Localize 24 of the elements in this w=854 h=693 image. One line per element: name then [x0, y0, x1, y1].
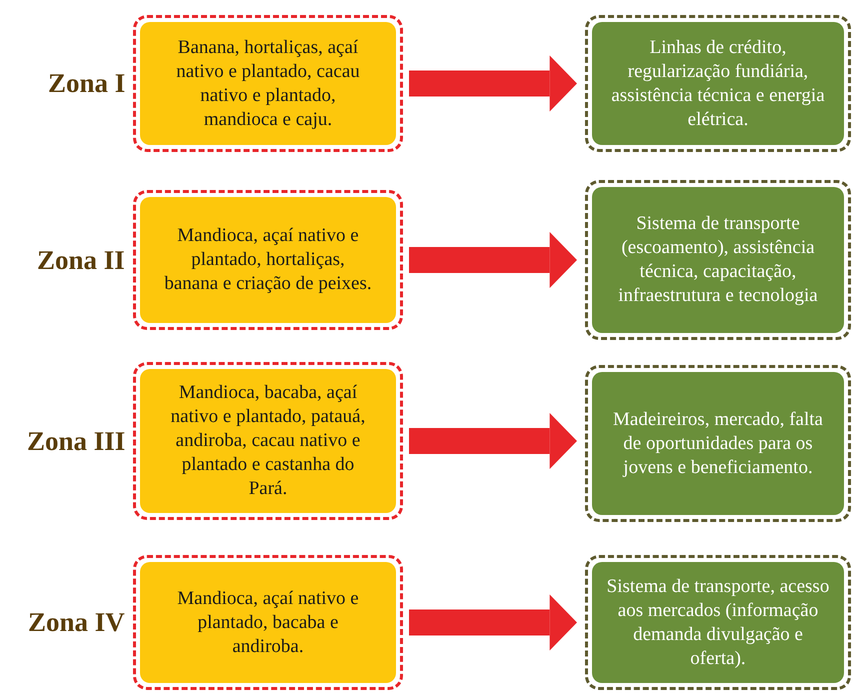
arrow — [409, 594, 577, 650]
arrow — [409, 232, 577, 288]
box-text: Mandioca, bacaba, açaí nativo e plantado, patauá, andiroba, cacau nativo e plantado e castanha do Pará. — [170, 381, 366, 501]
arrow — [409, 413, 577, 469]
box-text: Banana, hortaliças, açaí nativo e plantado, cacau nativo e plantado, mandioca e caju. — [175, 36, 361, 132]
zone-label: Zona IV — [28, 607, 125, 638]
zone-label: Zona III — [27, 426, 126, 456]
box-text: Madeireiros, mercado, falta de oportunidades para os jovens e beneficiamento. — [612, 408, 824, 480]
crop-box — [133, 555, 403, 690]
crop-box — [133, 362, 403, 520]
need-box — [585, 555, 851, 690]
box-text: Sistema de transporte (escoamento), assistência técnica, capacitação, infraestrutura e tecnologia — [617, 212, 819, 308]
box-text: Sistema de transporte, acesso aos mercados (informação demanda divulgação e oferta). — [606, 574, 830, 670]
arrow — [409, 56, 577, 112]
crop-box — [133, 190, 403, 330]
zone-label: Zona II — [37, 244, 125, 276]
need-box — [585, 365, 851, 522]
box-text: Mandioca, açaí nativo e plantado, bacaba e andiroba. — [176, 586, 360, 658]
need-box — [585, 180, 851, 340]
box-text: Linhas de crédito, regularização fundiária, assistência técnica e energia elétrica. — [610, 36, 826, 132]
box-text: Mandioca, açaí nativo e plantado, hortaliças, banana e criação de peixes. — [163, 224, 373, 296]
zone-label: Zona I — [48, 68, 126, 99]
need-box — [585, 15, 851, 152]
crop-box — [133, 15, 403, 152]
